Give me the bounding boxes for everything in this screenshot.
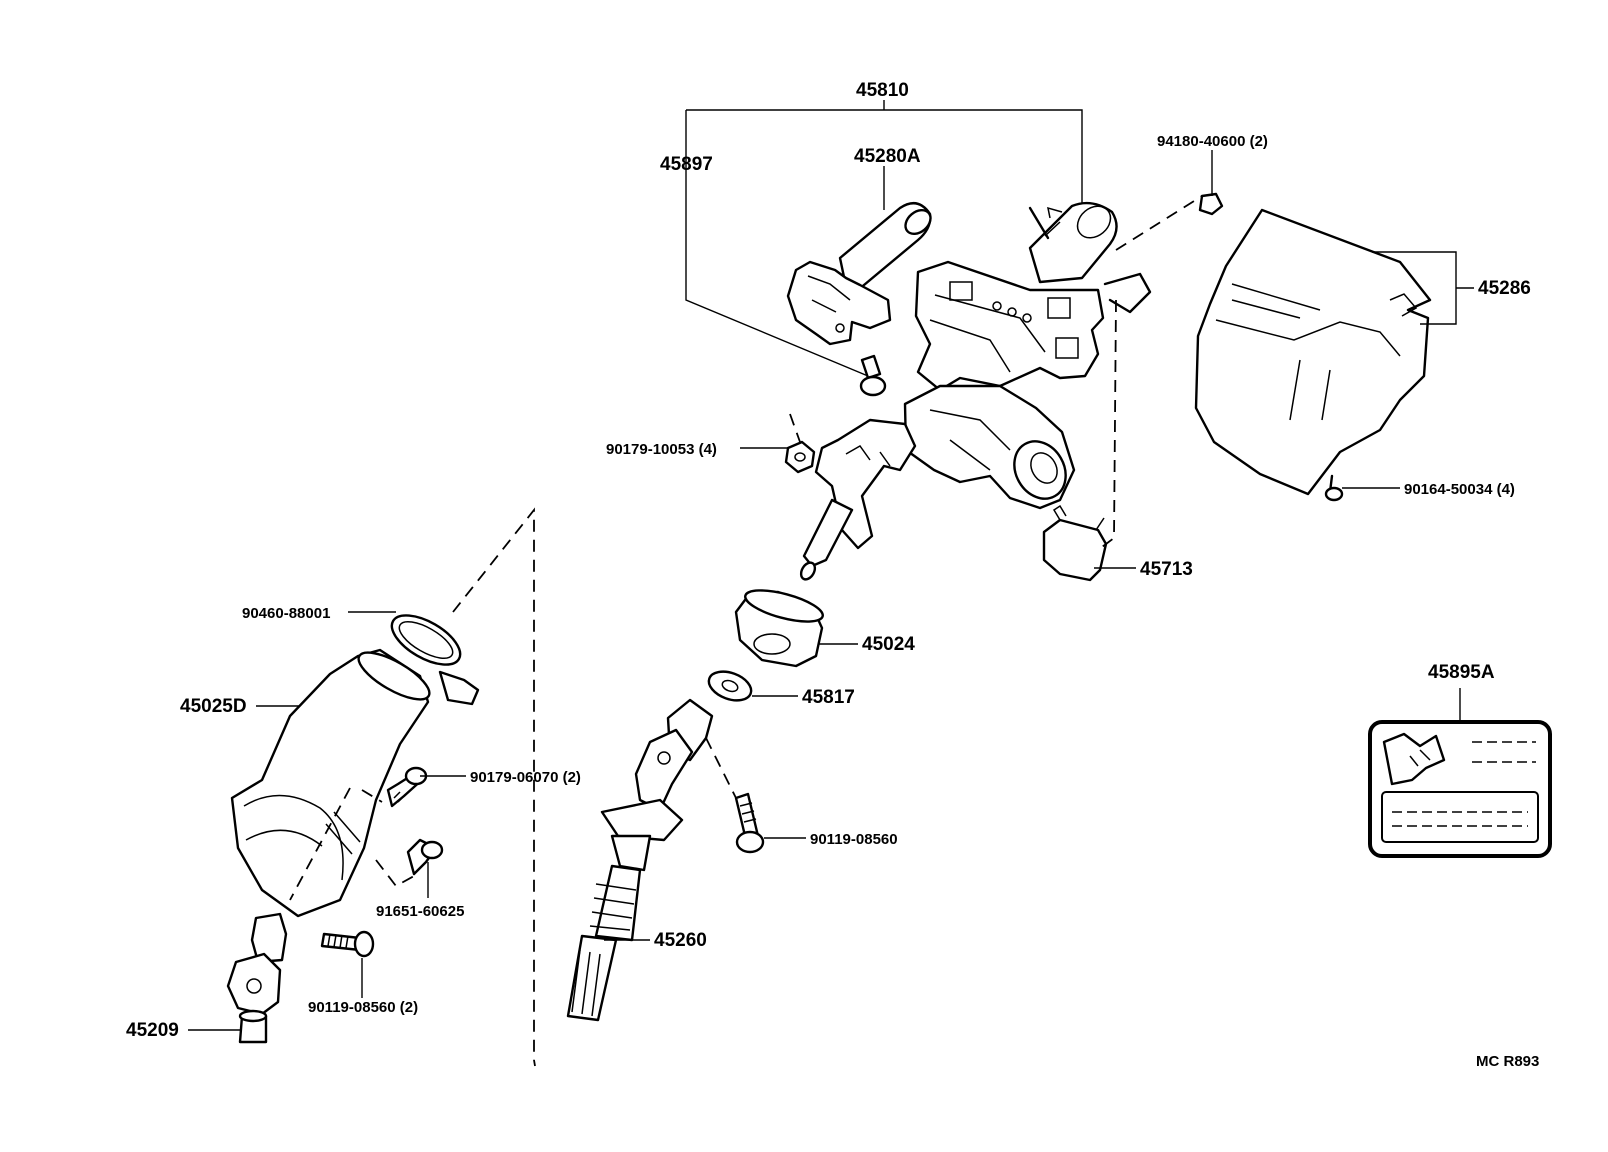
upper-shaft-bracket bbox=[786, 202, 932, 346]
shaft-bolt bbox=[734, 792, 765, 854]
switch-assembly bbox=[1042, 504, 1108, 582]
label-45260: 45260 bbox=[654, 930, 707, 951]
leader-lines bbox=[188, 100, 1474, 1031]
label-45286: 45286 bbox=[1478, 278, 1531, 299]
label-45209: 45209 bbox=[126, 1020, 179, 1041]
label-45895a: 45895A bbox=[1428, 662, 1495, 683]
label-90164-50034: 90164-50034 (4) bbox=[1404, 481, 1515, 498]
cover-screw bbox=[1324, 474, 1344, 502]
joint-bolt bbox=[320, 930, 375, 958]
label-45713: 45713 bbox=[1140, 559, 1193, 580]
label-94180-40600: 94180-40600 (2) bbox=[1157, 133, 1268, 150]
label-90179-10053: 90179-10053 (4) bbox=[606, 441, 717, 458]
column-grommet bbox=[734, 589, 824, 668]
label-90460-88001: 90460-88001 bbox=[242, 605, 330, 622]
hose-clamp bbox=[390, 614, 480, 706]
dust-boot bbox=[230, 648, 431, 918]
label-45817: 45817 bbox=[802, 687, 855, 708]
label-45810: 45810 bbox=[856, 80, 909, 101]
column-nut bbox=[784, 440, 816, 474]
label-45897: 45897 bbox=[660, 154, 713, 175]
clip-nut bbox=[1198, 192, 1224, 216]
bracket-bolt bbox=[859, 354, 887, 397]
label-45025d: 45025D bbox=[180, 696, 247, 717]
label-90179-06070: 90179-06070 (2) bbox=[470, 769, 581, 786]
boot-bolt-2 bbox=[406, 838, 444, 876]
label-91651-60625: 91651-60625 bbox=[376, 903, 464, 920]
universal-joint bbox=[226, 912, 288, 1044]
reference-code: MC R893 bbox=[1476, 1053, 1539, 1070]
label-90119-08560-2: 90119-08560 (2) bbox=[308, 999, 418, 1016]
label-45024: 45024 bbox=[862, 634, 915, 655]
boot-bolt bbox=[386, 766, 428, 808]
caution-label bbox=[1368, 720, 1552, 858]
callout-labels: 45810 45897 45280A 94180-40600 (2) 45286… bbox=[126, 80, 1539, 1070]
exploded-dash-lines bbox=[289, 195, 1203, 1067]
intermediate-shaft bbox=[566, 698, 714, 1022]
label-90119-08560: 90119-08560 bbox=[810, 831, 898, 848]
steering-column-assembly bbox=[799, 201, 1152, 581]
washer bbox=[707, 670, 753, 702]
column-cover bbox=[1194, 208, 1432, 496]
label-45280a: 45280A bbox=[854, 146, 921, 167]
